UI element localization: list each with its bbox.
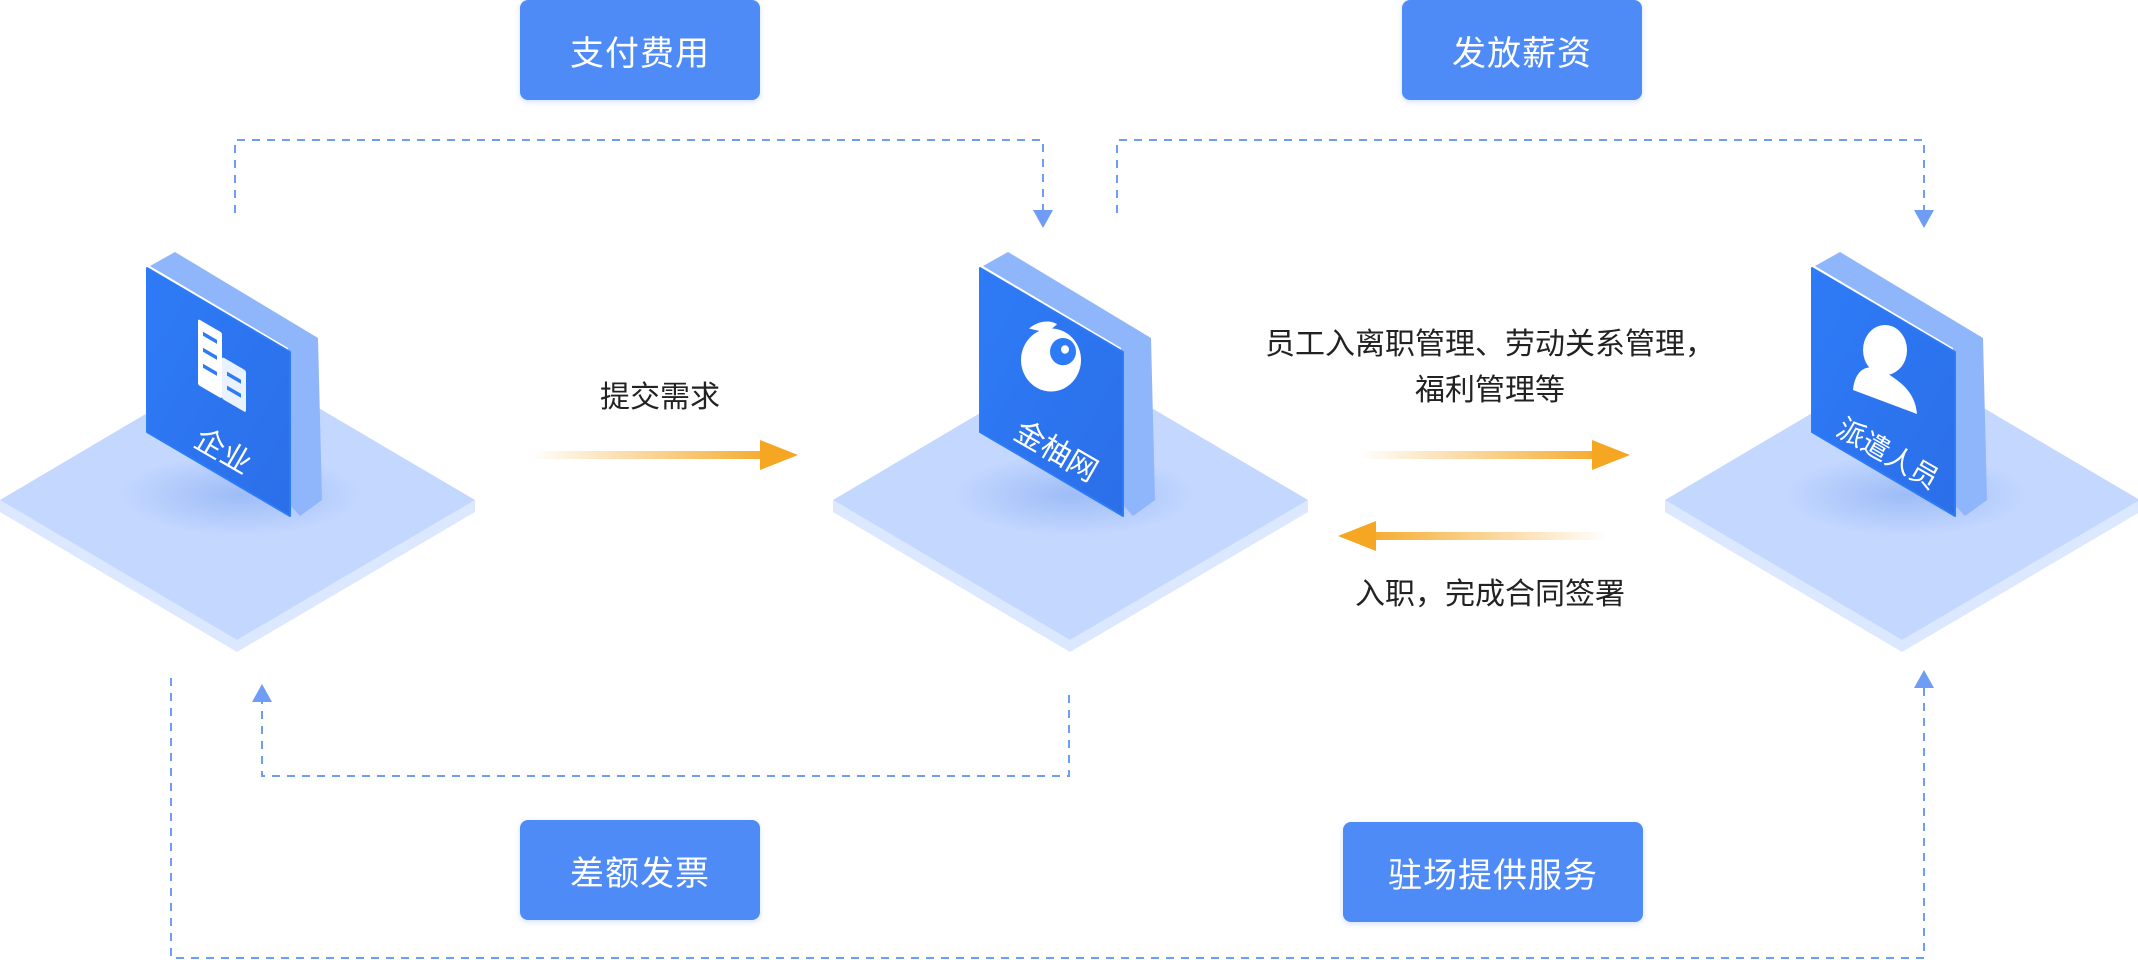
- person-icon: [1853, 325, 1917, 414]
- enterprise-node: 企业: [0, 252, 475, 652]
- pay-salary-arrowhead: [1914, 210, 1934, 228]
- building-icon: [198, 319, 246, 412]
- platform-tile-side: [983, 252, 1155, 516]
- manage-line1: 员工入离职管理、劳动关系管理，: [1265, 327, 1715, 362]
- enterprise-tile-side: [150, 252, 322, 516]
- pay-fee-tag: 支付费用: [520, 0, 760, 100]
- onsite-service-tag: 驻场提供服务: [1343, 822, 1643, 922]
- dashed-arrowheads: [252, 210, 1934, 702]
- onsite-service-line: [170, 678, 1925, 959]
- onboard-caption: 入职，完成合同签署: [1300, 572, 1680, 618]
- staff-tile-side: [1815, 252, 1987, 516]
- submit-demand-caption: 提交需求: [520, 375, 800, 421]
- manage-caption: 员工入离职管理、劳动关系管理， 福利管理等: [1230, 322, 1750, 414]
- submit-demand-text: 提交需求: [600, 380, 720, 415]
- pay-fee-arrowhead: [1033, 210, 1053, 228]
- onboard-text: 入职，完成合同签署: [1355, 577, 1625, 612]
- manage-arrow: [1360, 440, 1630, 470]
- manage-line2: 福利管理等: [1415, 373, 1565, 408]
- onsite-service-arrowhead: [1914, 670, 1934, 688]
- invoice-arrowhead: [252, 684, 272, 702]
- platform-tile: [979, 267, 1124, 517]
- platform-node: 金柚网: [833, 252, 1308, 652]
- submit-demand-arrow: [530, 440, 798, 470]
- staff-node: 派遣人员: [1665, 252, 2138, 652]
- onboard-arrow: [1338, 521, 1607, 551]
- dashed-flow-lines: [170, 139, 1925, 959]
- pay-salary-tag: 发放薪资: [1402, 0, 1642, 100]
- pay-salary-line: [1116, 139, 1925, 213]
- pay-fee-line: [234, 139, 1044, 213]
- invoice-tag: 差额发票: [520, 820, 760, 920]
- jinyou-logo-icon: [1021, 321, 1081, 392]
- invoice-line: [261, 695, 1070, 777]
